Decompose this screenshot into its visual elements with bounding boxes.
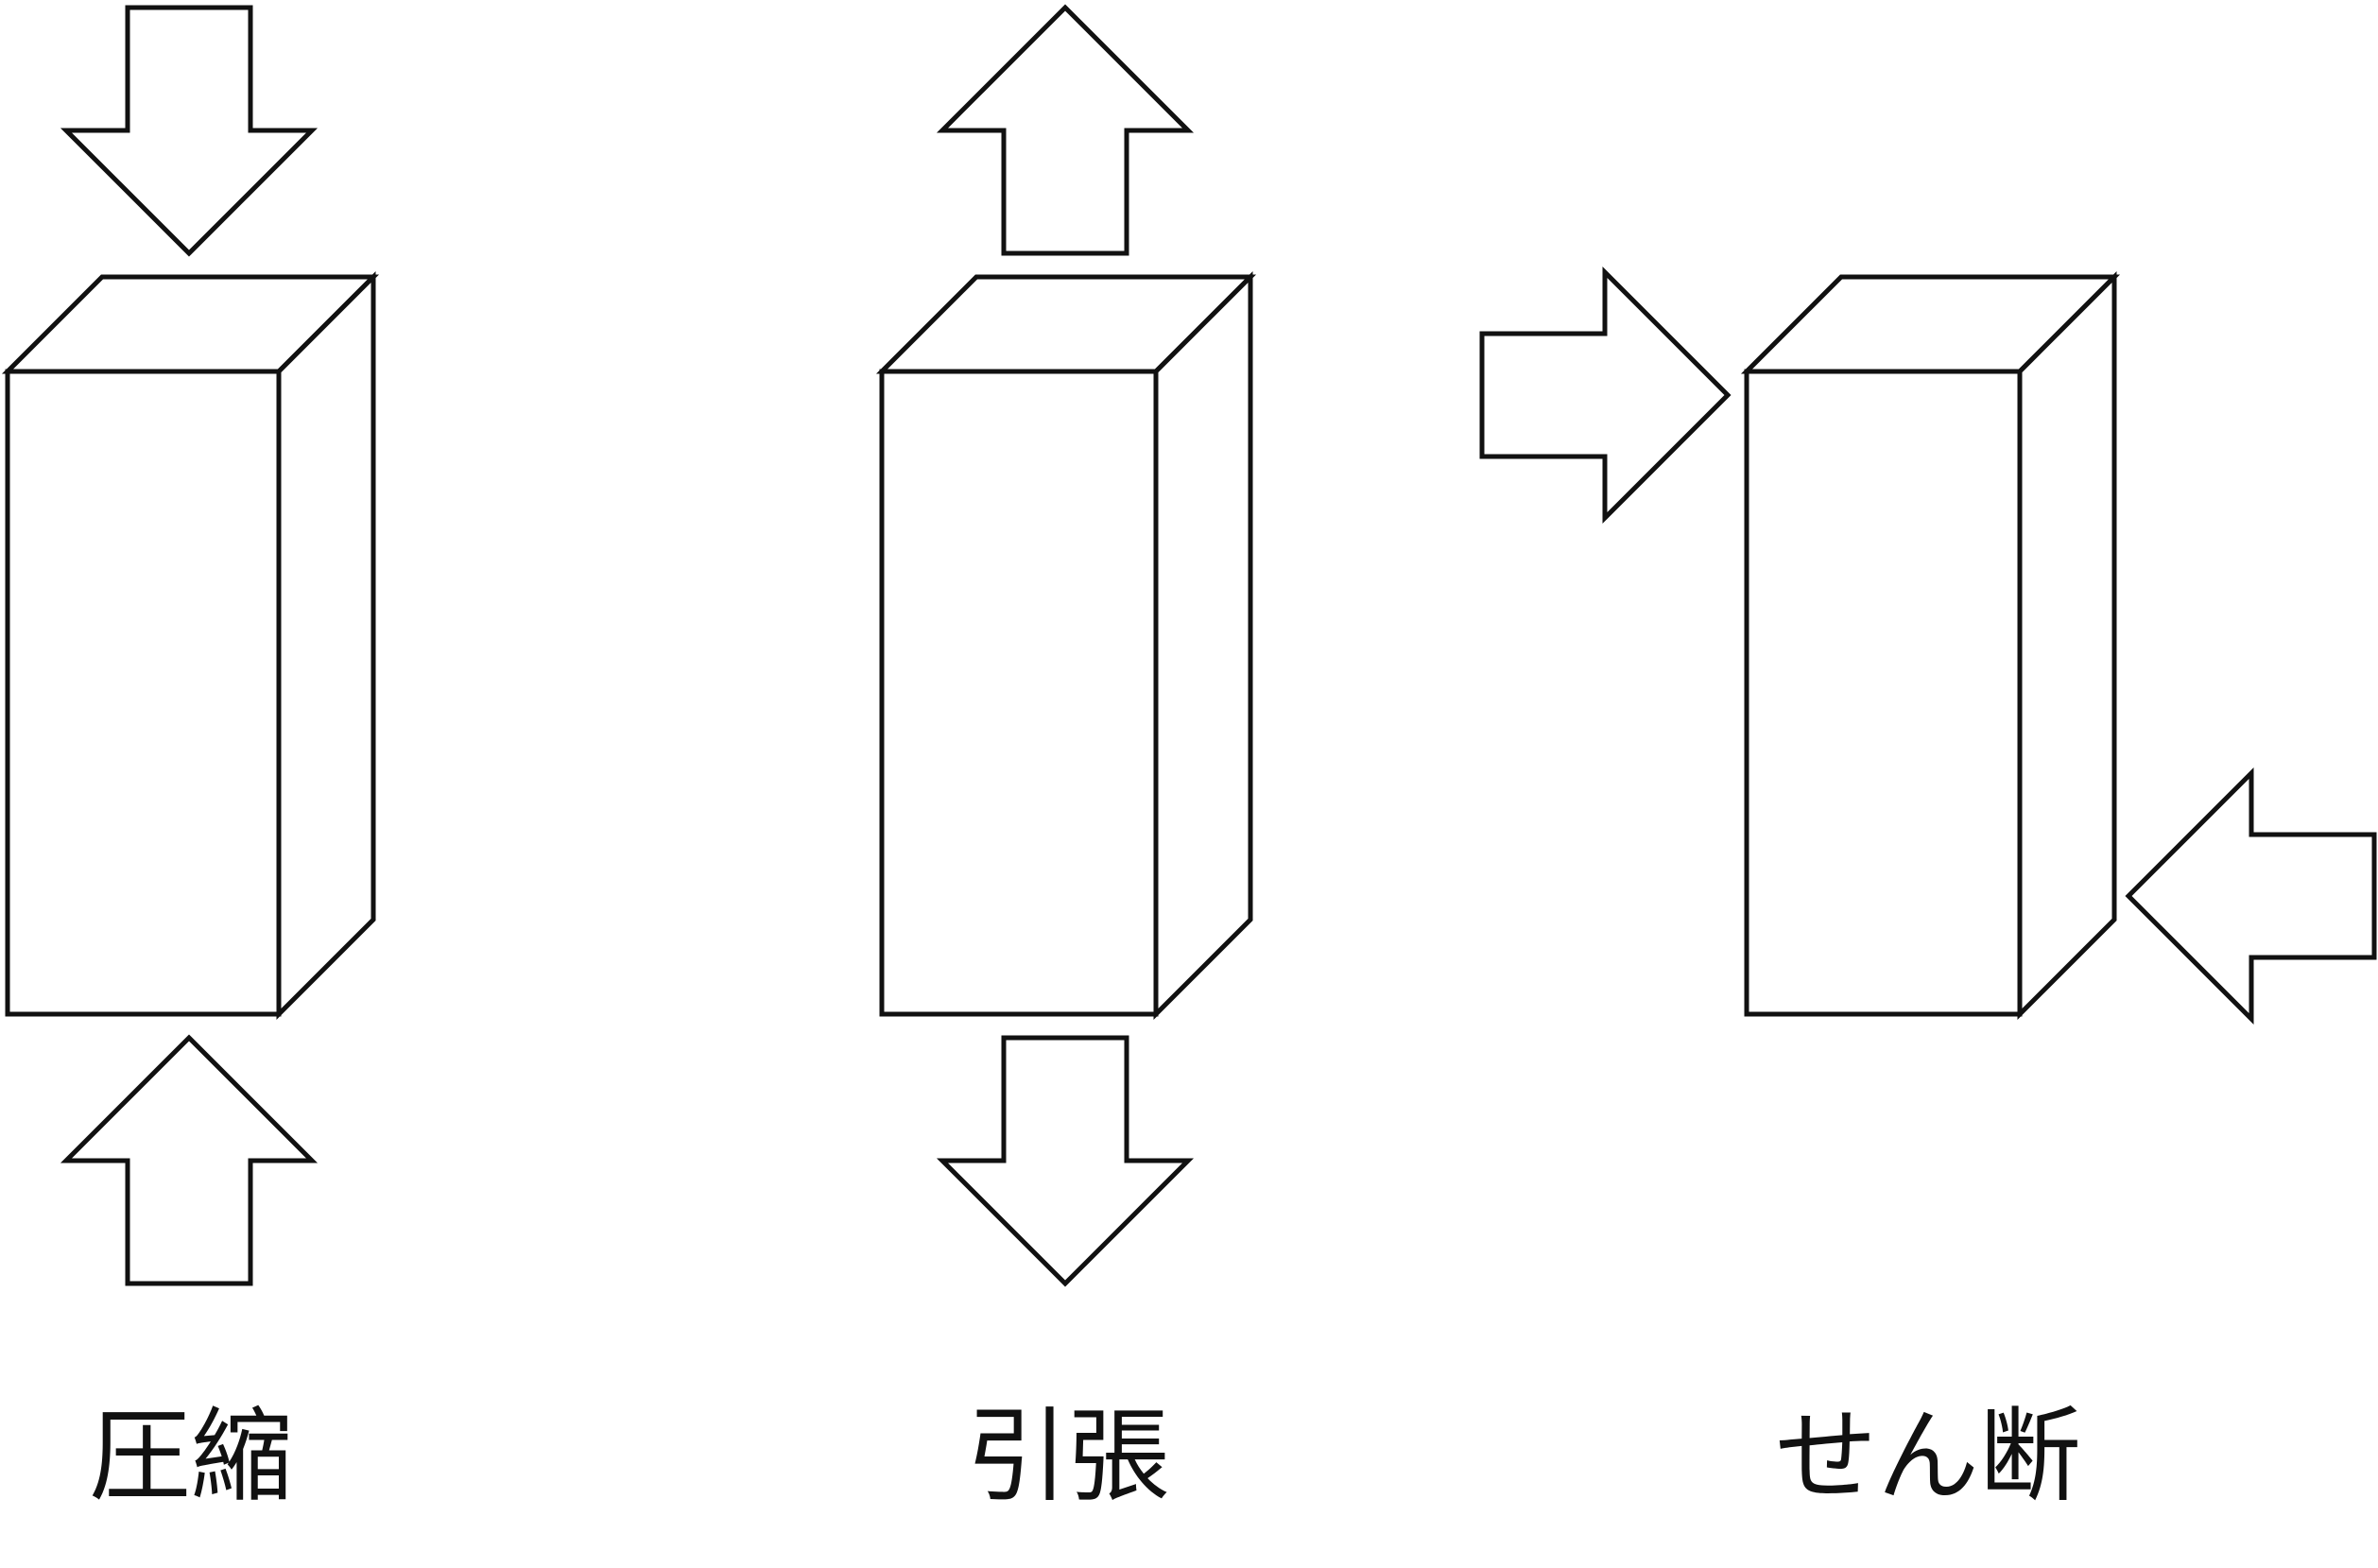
up-arrow-icon [936,4,1195,256]
prism-front-face [5,369,282,1017]
prism-front-face [1744,369,2023,1017]
right-arrow-icon [1479,266,1732,525]
tension-panel: 引張 [875,4,1257,1516]
up-arrow-icon [60,1034,319,1286]
prism-side-face [276,270,376,1021]
compression-label: 圧縮 [89,1398,293,1516]
prism-front-face [879,369,1159,1017]
down-arrow-icon [936,1035,1195,1287]
left-arrow-icon [2125,767,2377,1025]
compression-panel: 圧縮 [1,5,380,1516]
shear-panel: せん断 [1479,266,2377,1516]
prism-side-face [1153,270,1253,1021]
tension-prism [875,270,1257,1021]
prism-side-face [2017,270,2117,1021]
shear-label: せん断 [1775,1398,2081,1516]
compression-prism [1,270,380,1021]
down-arrow-icon [60,5,319,257]
shear-prism [1740,270,2121,1021]
tension-label: 引張 [966,1398,1170,1516]
